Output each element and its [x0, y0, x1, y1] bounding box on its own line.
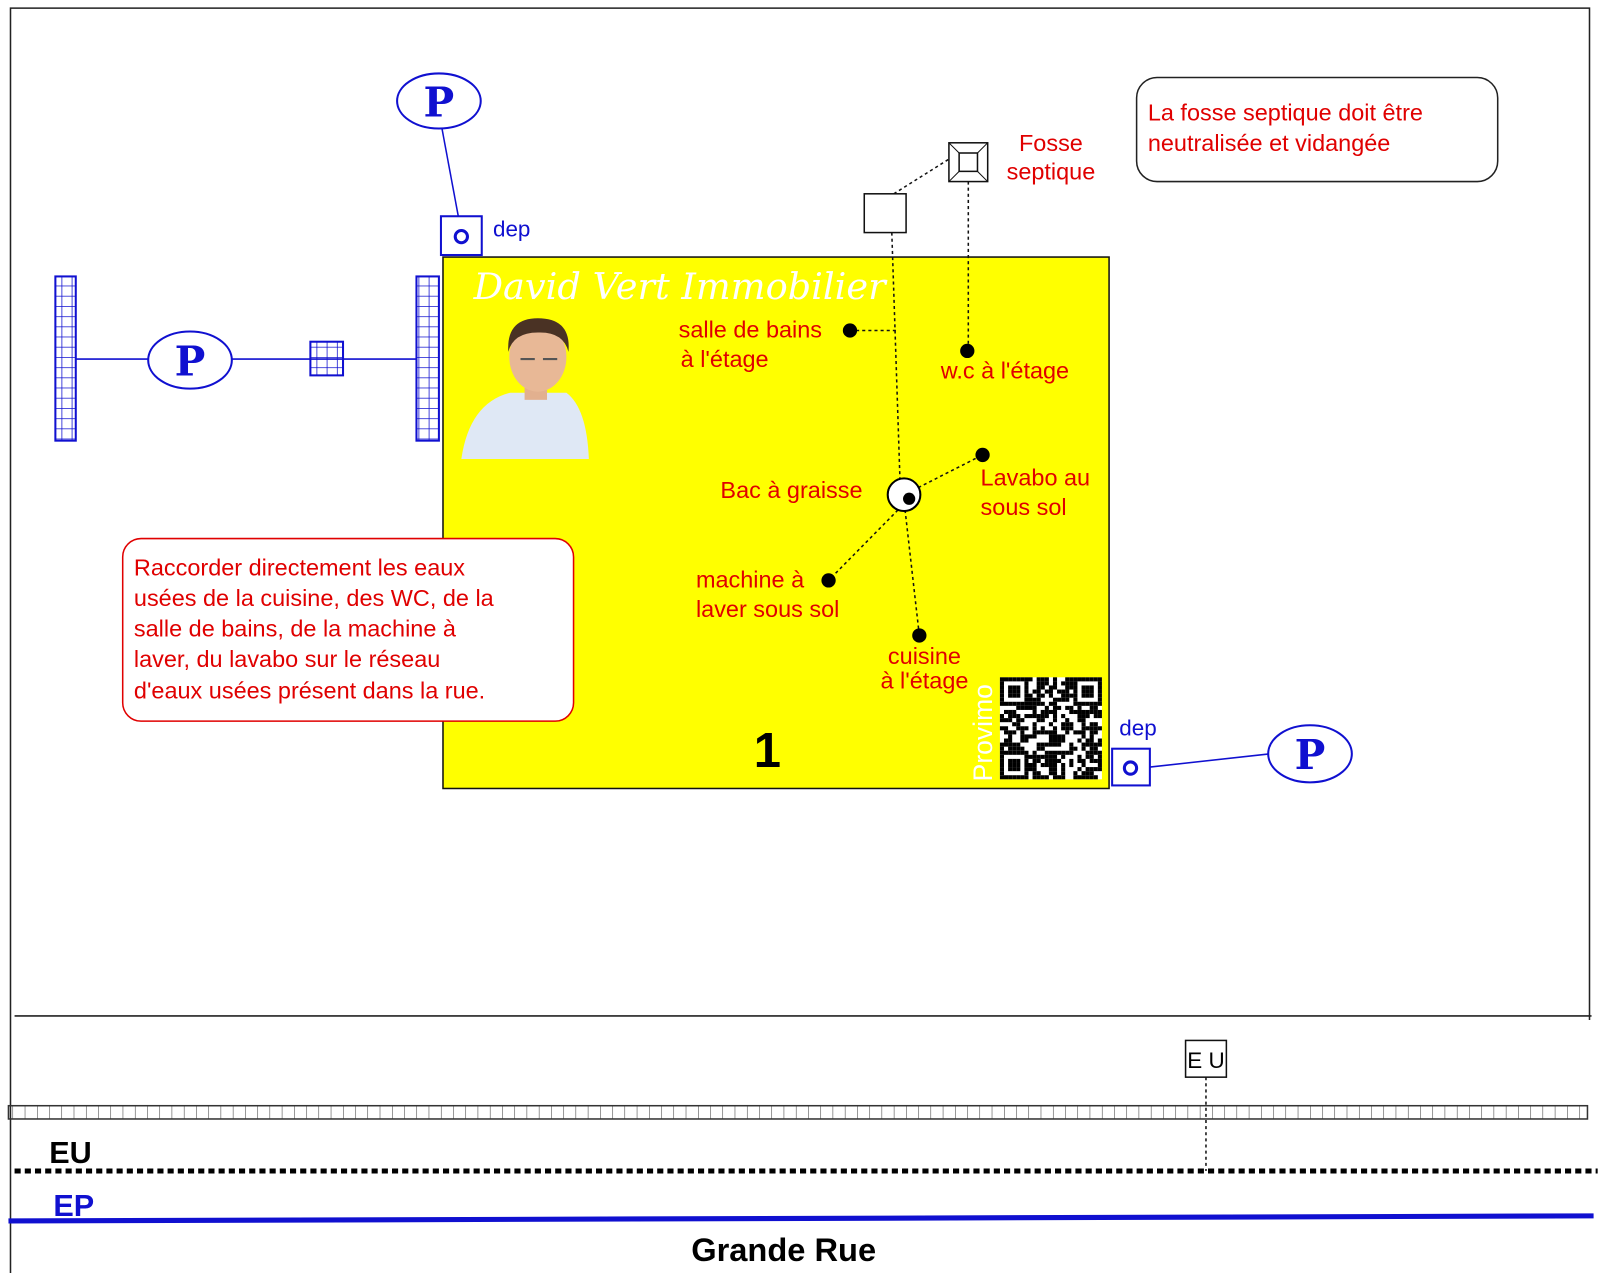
grate-left[interactable]	[54, 275, 77, 442]
fixture-label: salle de bains	[679, 317, 822, 343]
grease-trap[interactable]	[886, 477, 922, 513]
ep-network-label: EP	[53, 1189, 94, 1223]
septic-label: septique	[1007, 159, 1096, 185]
agent-photo	[461, 318, 589, 460]
parking-label: P	[424, 78, 455, 126]
grate-small[interactable]	[309, 340, 345, 377]
downspout-icon	[453, 228, 469, 245]
parcel-boundary	[9, 7, 1591, 1273]
parking-marker[interactable]	[1267, 724, 1353, 784]
septic-label: Fosse	[1019, 130, 1083, 156]
connection-note-line: Raccorder directement les eaux	[134, 554, 465, 580]
downspout-icon	[1122, 760, 1139, 776]
curb	[7, 1104, 1589, 1120]
fixture-label: à l'étage	[681, 346, 769, 372]
septic-inner	[958, 152, 979, 173]
parking-label: P	[1295, 731, 1326, 779]
brand-watermark: David Vert Immobilier	[473, 265, 889, 308]
street-name: Grande Rue	[691, 1231, 876, 1268]
fixture-label: cuisine	[888, 643, 961, 669]
connection-note-line: laver, du lavabo sur le réseau	[134, 646, 440, 672]
septic-note	[1135, 76, 1499, 183]
septic-note-line: neutralisée et vidangée	[1148, 130, 1391, 156]
downspout-box[interactable]	[1111, 747, 1151, 787]
downspout-box[interactable]	[439, 215, 483, 257]
fixture-label: Bac à graisse	[720, 477, 862, 503]
fixture-label: machine à	[696, 567, 805, 593]
qr-label: Provimo	[968, 684, 998, 781]
connector	[441, 128, 460, 217]
dep-label: dep	[493, 217, 530, 242]
fixture-label: Lavabo au	[981, 465, 1091, 491]
parking-marker[interactable]	[396, 72, 482, 130]
fixture-label: w.c à l'étage	[940, 357, 1069, 383]
connector	[1149, 753, 1271, 768]
building-number: 1	[754, 724, 781, 778]
fixture-label: sous sol	[981, 494, 1067, 520]
connection-note-line: usées de la cuisine, des WC, de la	[134, 585, 495, 611]
connection-note-line: d'eaux usées présent dans la rue.	[134, 678, 485, 704]
pipe-lines	[828, 158, 1207, 1171]
connection-note	[121, 537, 575, 722]
eu-manhole-label: E U	[1187, 1048, 1224, 1073]
parking-marker[interactable]	[147, 330, 233, 390]
dep-label: dep	[1119, 715, 1156, 740]
eu-manhole[interactable]	[1184, 1039, 1228, 1078]
grate-right[interactable]	[415, 275, 440, 442]
fixture-dots	[821, 323, 990, 643]
fixture-label: à l'étage	[880, 668, 968, 694]
connection-note-line: salle de bains, de la machine à	[134, 616, 457, 642]
ep-network-line[interactable]	[8, 1213, 1594, 1224]
septic-note-line: La fosse septique doit être	[1148, 99, 1423, 125]
grease-trap-dot	[903, 492, 916, 505]
septic-diagonals	[948, 142, 989, 182]
qr-code[interactable]	[999, 677, 1102, 780]
parking-label: P	[175, 337, 206, 385]
eu-network-label: EU	[49, 1136, 92, 1170]
inspection-box[interactable]	[863, 193, 907, 234]
fixture-label: laver sous sol	[696, 596, 839, 622]
